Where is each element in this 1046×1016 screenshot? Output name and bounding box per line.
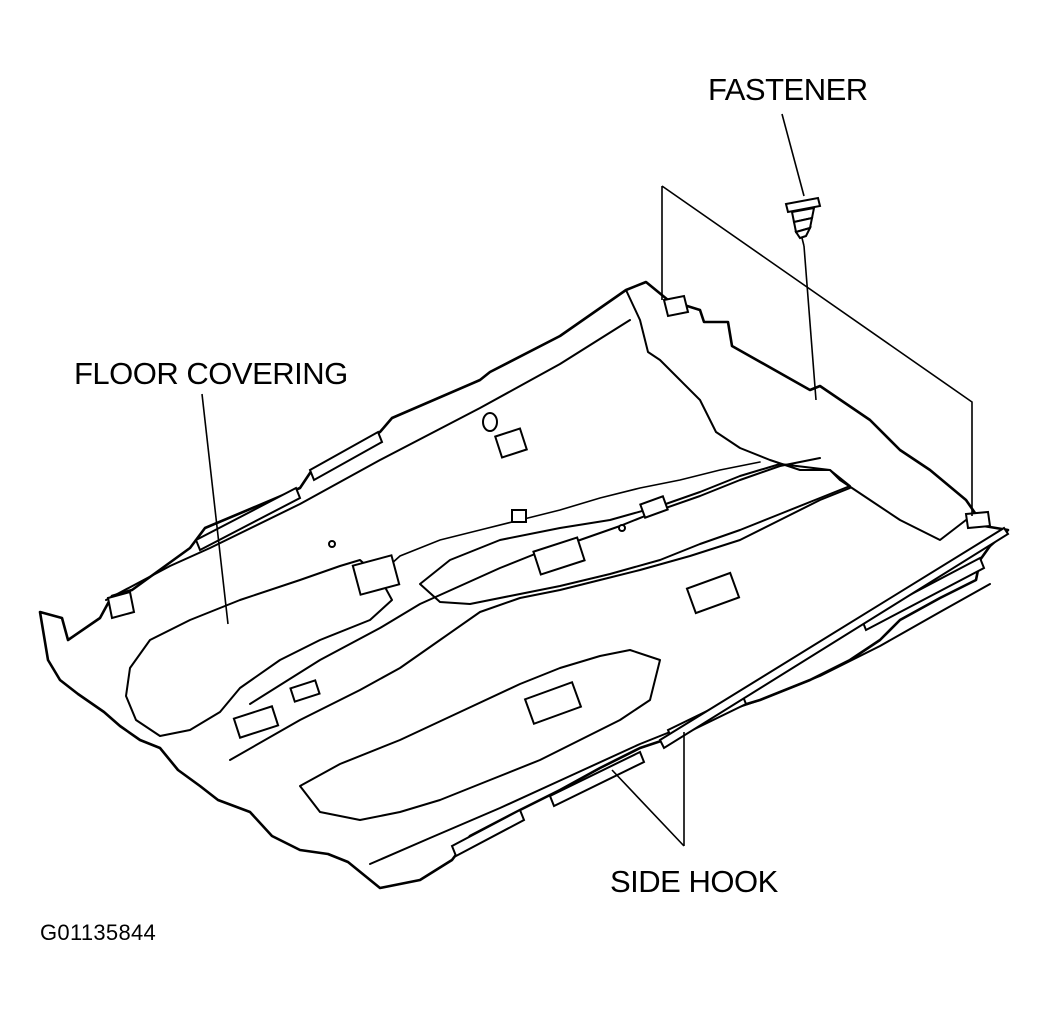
hook-strip-2 — [308, 430, 384, 482]
fastener-leader — [781, 113, 805, 197]
floor-covering-label: FLOOR COVERING — [74, 356, 348, 391]
floor-covering-leader — [201, 393, 229, 625]
fastener-bracket — [661, 185, 973, 516]
cutout-4 — [532, 536, 586, 576]
hook-strip-4 — [548, 750, 646, 808]
cutout-6 — [351, 554, 401, 596]
cutout-8 — [232, 705, 280, 739]
left-sill — [105, 319, 631, 601]
front-footwell-left — [125, 559, 393, 737]
hook-strip-6 — [860, 556, 986, 632]
floor-covering-outline — [38, 280, 1010, 890]
cutout-9 — [289, 679, 321, 703]
fastener-drop-line — [803, 245, 817, 401]
center-tunnel-ridge — [361, 461, 761, 591]
cutout-1 — [493, 427, 529, 459]
rear-tab-left — [662, 294, 690, 318]
cutout-7 — [523, 680, 583, 726]
front-footwell-right — [299, 649, 661, 821]
cutout-10 — [511, 509, 527, 523]
hook-strip-1 — [194, 486, 302, 552]
rear-tab-right — [964, 510, 992, 530]
hole-1 — [618, 524, 626, 532]
cutout-2 — [482, 412, 498, 432]
rear-panel-edge — [625, 289, 985, 541]
cutout-5 — [685, 571, 741, 615]
figure-id: G01135844 — [40, 920, 157, 945]
front-tab-1 — [106, 590, 136, 620]
hole-2 — [328, 540, 336, 548]
side-hook-label: SIDE HOOK — [610, 864, 778, 899]
side-hook-leader-left — [611, 769, 685, 847]
fastener-part — [784, 196, 822, 247]
hook-strip-3 — [450, 808, 526, 858]
fastener-label: FASTENER — [708, 72, 868, 107]
center-tunnel — [229, 487, 851, 761]
cutout-3 — [639, 495, 669, 519]
rear-footwell — [419, 463, 851, 605]
rear-edge-strip — [658, 526, 1010, 750]
